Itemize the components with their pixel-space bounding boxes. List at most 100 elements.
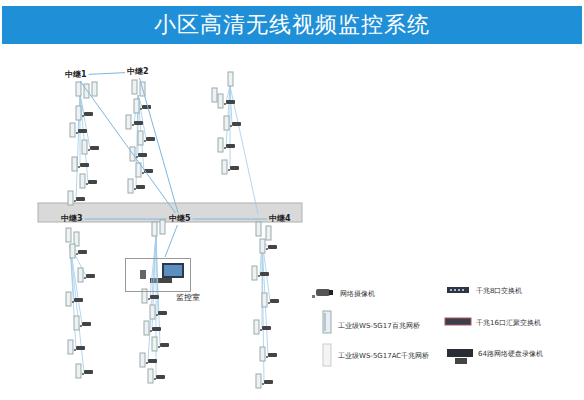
camera-icon	[138, 153, 147, 157]
camera-mount	[140, 108, 142, 110]
bridge-icon	[262, 293, 267, 307]
bridge-icon	[76, 364, 81, 378]
camera-icon	[76, 197, 85, 201]
camera-mount	[154, 378, 156, 380]
camera-icon	[260, 272, 269, 276]
bridge-icon	[254, 320, 259, 334]
camera-mount	[82, 115, 84, 117]
camera-mount	[266, 248, 268, 250]
legend-text: 64路网络硬盘录像机	[478, 349, 543, 359]
bridge-icon	[256, 222, 261, 236]
legend-text: 网络摄像机	[340, 289, 375, 299]
wireless-link	[262, 240, 268, 355]
relay-label: 中继3	[61, 214, 83, 223]
legend-icons	[312, 287, 473, 366]
camera-mount	[136, 156, 138, 158]
bridge-icon	[218, 94, 223, 108]
bridge-icon	[138, 131, 143, 145]
legend-text: 工业级WS-5G17AC千兆网桥	[338, 351, 429, 361]
bridge-icon	[68, 340, 73, 354]
bridge-icon	[80, 174, 85, 188]
camera-icon	[146, 137, 155, 141]
relay-node: 中继5	[168, 214, 192, 224]
camera-icon	[78, 250, 87, 254]
wireless-link	[230, 86, 258, 214]
camera-mount	[74, 349, 76, 351]
camera-icon	[230, 166, 239, 170]
camera-icon	[76, 346, 85, 350]
bridge-icon	[260, 239, 265, 253]
camera-mount	[268, 302, 270, 304]
camera-mount	[132, 124, 134, 126]
bridge-icon	[134, 99, 139, 113]
camera-icon	[156, 375, 165, 379]
camera-mount	[260, 329, 262, 331]
bridge-icon	[132, 80, 137, 94]
bridge-icon	[78, 268, 83, 282]
bridge-icon	[128, 179, 133, 193]
relay-node: 中继1	[64, 70, 88, 80]
bridge-icon	[152, 222, 157, 236]
camera-icon	[134, 121, 143, 125]
camera-mount	[158, 346, 160, 348]
camera-mount	[266, 356, 268, 358]
legend-text: 工业级WS-5G17百兆网桥	[338, 321, 420, 331]
bridge-icon	[160, 220, 165, 234]
title: 小区高清无线视频监控系统	[154, 10, 430, 40]
camera-icon	[158, 311, 167, 315]
bridge-icon	[252, 266, 257, 280]
camera-icon	[84, 112, 93, 116]
bridge-icon	[74, 316, 79, 330]
room-label: 监控室	[176, 293, 200, 303]
bridge-icon	[212, 88, 217, 102]
bridge-icon	[82, 140, 87, 154]
relay-label: 中继4	[269, 214, 291, 223]
wireless-link	[85, 219, 167, 220]
wireless-link	[156, 235, 157, 377]
relay-node: 中继3	[60, 214, 84, 224]
wireless-link	[165, 225, 177, 257]
bridge-icon	[266, 226, 271, 240]
wireless-link	[70, 245, 82, 324]
camera-icon	[150, 295, 159, 299]
camera-mount	[156, 314, 158, 316]
bridge-icon	[68, 191, 73, 205]
camera-icon	[262, 326, 271, 330]
bridge-icon	[218, 138, 223, 152]
camera-icon	[264, 380, 273, 384]
bridge-icon	[76, 106, 81, 120]
camera-mount	[82, 373, 84, 375]
relay-label: 中继5	[169, 214, 191, 223]
monitor-room: 监控室	[125, 258, 191, 292]
camera-icon	[148, 359, 157, 363]
camera-icon	[86, 274, 95, 278]
camera-mount	[76, 132, 78, 134]
camera-mount	[144, 140, 146, 142]
wireless-link	[80, 81, 175, 213]
camera-mount	[258, 275, 260, 277]
bridge-icon	[70, 244, 75, 258]
camera-mount	[84, 277, 86, 279]
camera-icon	[142, 105, 151, 109]
wireless-link	[193, 219, 267, 220]
bridge-icon	[66, 292, 71, 306]
camera-icon	[268, 353, 277, 357]
bridge-icon	[84, 84, 89, 98]
camera-icon	[270, 299, 279, 303]
wireless-link	[76, 95, 80, 199]
wireless-link	[89, 73, 125, 75]
camera-mount	[78, 166, 80, 168]
relay-node: 中继2	[126, 67, 150, 77]
bridge-icon	[72, 157, 77, 171]
camera-icon	[84, 370, 93, 374]
camera-mount	[150, 330, 152, 332]
bridge-icon	[144, 321, 149, 335]
bridge-icon	[222, 160, 227, 174]
camera-icon	[80, 163, 89, 167]
bridge-icon	[150, 305, 155, 319]
camera-mount	[134, 188, 136, 190]
camera-mount	[72, 301, 74, 303]
bridge-icon	[148, 369, 153, 383]
